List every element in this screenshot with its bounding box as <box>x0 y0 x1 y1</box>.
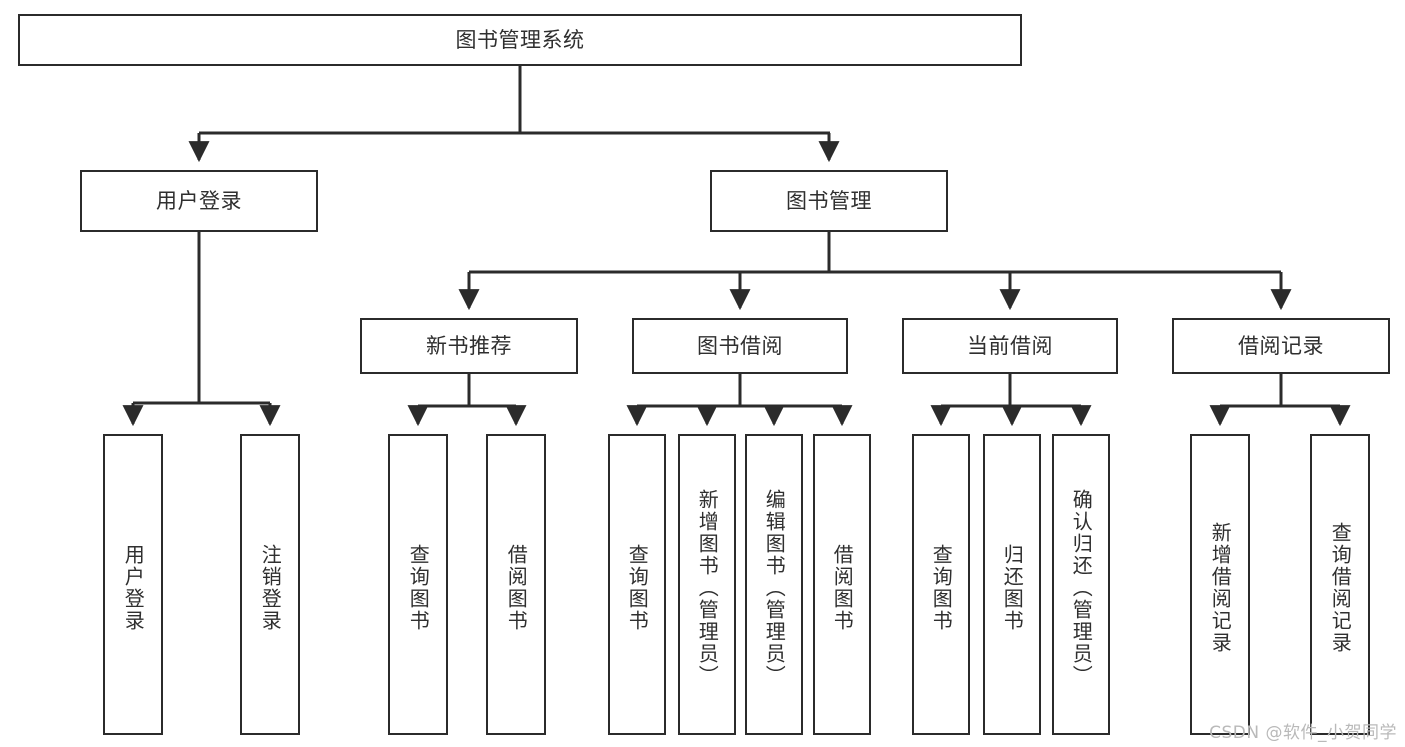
node-label: 用户登录 <box>156 188 242 213</box>
leaf-add-book[interactable]: 新增图书（管理员） <box>678 434 736 735</box>
node-label: 查询图书 <box>929 543 954 632</box>
node-label: 借阅图书 <box>504 543 529 632</box>
node-label: 当前借阅 <box>967 333 1053 358</box>
node-label: 新书推荐 <box>426 333 512 358</box>
node-label: 注销登录 <box>258 543 283 632</box>
node-label: 图书管理系统 <box>455 27 585 52</box>
node-label: 借阅记录 <box>1238 333 1324 358</box>
node-label: 新增图书（管理员） <box>695 488 720 687</box>
leaf-edit-book[interactable]: 编辑图书（管理员） <box>745 434 803 735</box>
leaf-add-record[interactable]: 新增借阅记录 <box>1190 434 1250 735</box>
node-label: 查询图书 <box>406 543 431 632</box>
node-new-book-rec[interactable]: 新书推荐 <box>360 318 578 374</box>
leaf-query-record[interactable]: 查询借阅记录 <box>1310 434 1370 735</box>
leaf-confirm-return[interactable]: 确认归还（管理员） <box>1052 434 1110 735</box>
leaf-query-book-cur[interactable]: 查询图书 <box>912 434 970 735</box>
leaf-user-login[interactable]: 用户登录 <box>103 434 163 735</box>
node-label: 确认归还（管理员） <box>1069 488 1094 687</box>
leaf-query-book-rec[interactable]: 查询图书 <box>388 434 448 735</box>
node-borrow-record[interactable]: 借阅记录 <box>1172 318 1390 374</box>
node-user-login[interactable]: 用户登录 <box>80 170 318 232</box>
node-label: 编辑图书（管理员） <box>762 488 787 687</box>
node-label: 查询借阅记录 <box>1328 521 1353 654</box>
leaf-borrow-book[interactable]: 借阅图书 <box>813 434 871 735</box>
node-label: 查询图书 <box>625 543 650 632</box>
node-book-borrow[interactable]: 图书借阅 <box>632 318 848 374</box>
node-current-borrow[interactable]: 当前借阅 <box>902 318 1118 374</box>
node-label: 借阅图书 <box>830 543 855 632</box>
node-label: 用户登录 <box>121 543 146 632</box>
node-label: 归还图书 <box>1000 543 1025 632</box>
leaf-return-book[interactable]: 归还图书 <box>983 434 1041 735</box>
leaf-logout[interactable]: 注销登录 <box>240 434 300 735</box>
node-label: 新增借阅记录 <box>1208 521 1233 654</box>
leaf-query-book-borrow[interactable]: 查询图书 <box>608 434 666 735</box>
csdn-watermark: CSDN @软件_小贺同学 <box>1209 723 1397 743</box>
node-root[interactable]: 图书管理系统 <box>18 14 1022 66</box>
node-label: 图书管理 <box>786 188 872 213</box>
leaf-borrow-book-rec[interactable]: 借阅图书 <box>486 434 546 735</box>
node-book-manage[interactable]: 图书管理 <box>710 170 948 232</box>
node-label: 图书借阅 <box>697 333 783 358</box>
